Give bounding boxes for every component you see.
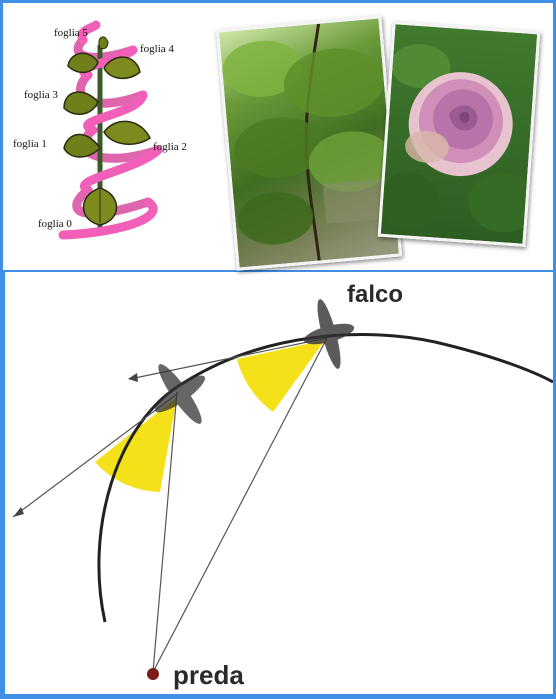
leaf-label-1: foglia 1: [13, 138, 47, 150]
leaf-label-3: foglia 3: [24, 89, 58, 101]
tree-drawing: [219, 18, 399, 267]
heading-arrow-2-head: [128, 373, 138, 382]
leaf-2: [104, 121, 150, 144]
hawk-pursuit-diagram: falco preda: [5, 272, 553, 694]
rose-drawing: [381, 24, 537, 243]
prey-label: preda: [173, 660, 244, 690]
oak-sapling-photo: [216, 15, 402, 271]
leaf-label-0: foglia 0: [38, 218, 72, 230]
leaf-label-4: foglia 4: [140, 43, 174, 55]
pink-rose-photo: [378, 21, 541, 247]
leaf-label-5: foglia 5: [54, 27, 88, 39]
hawk-label: falco: [347, 281, 403, 308]
phyllotaxis-diagram: foglia 0 foglia 1 foglia 2 foglia 3 fogl…: [8, 20, 218, 245]
prey-dot: [147, 668, 159, 680]
heading-arrow-1-head: [13, 507, 24, 517]
leaf-label-2: foglia 2: [153, 141, 187, 153]
angle-wedge-1: [95, 397, 177, 492]
leaf-3: [64, 92, 98, 114]
